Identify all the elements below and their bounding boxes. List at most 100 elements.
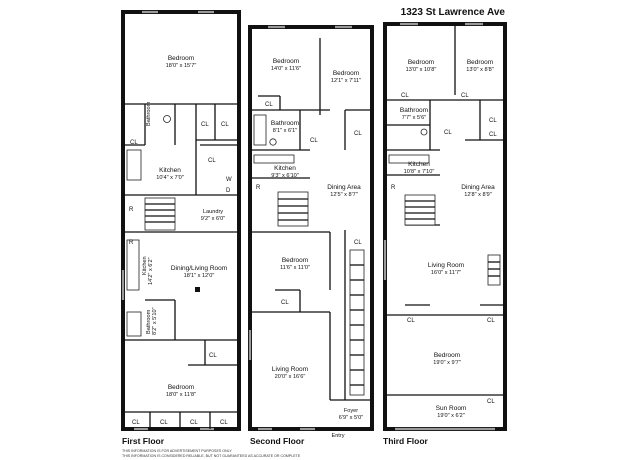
second-cl-4: CL bbox=[281, 300, 289, 306]
third-bedroom-b-name: Bedroom bbox=[467, 59, 493, 66]
second-bedroom-c-name: Bedroom bbox=[282, 257, 308, 264]
third-cl-2: CL bbox=[461, 93, 469, 99]
third-bedroom-a-dim: 13'0" x 10'8" bbox=[406, 67, 437, 73]
first-dining-living-name: Dining/Living Room bbox=[171, 265, 227, 272]
first-bedroom-bottom-name: Bedroom bbox=[168, 384, 194, 391]
third-kitchen-counter bbox=[388, 154, 430, 164]
second-dining-name: Dining Area bbox=[327, 184, 361, 191]
second-bedroom-b-dim: 12'1" x 7'11" bbox=[331, 78, 361, 84]
second-bedroom-a-dim: 14'0" x 11'6" bbox=[271, 66, 301, 72]
first-cl-1: CL bbox=[130, 140, 138, 146]
first-cl-5: CL bbox=[209, 353, 217, 359]
first-laundry-dim: 9'2" x 6'0" bbox=[201, 216, 225, 222]
second-entry-label: Entry bbox=[331, 433, 344, 439]
second-foyer-dim: 6'9" x 5'0" bbox=[339, 415, 363, 421]
third-living-name: Living Room bbox=[428, 262, 464, 269]
second-bedroom-b-name: Bedroom bbox=[333, 70, 359, 77]
second-cl-2: CL bbox=[310, 138, 318, 144]
first-cl-7: CL bbox=[160, 420, 168, 426]
third-cl-1: CL bbox=[401, 93, 409, 99]
second-living-name: Living Room bbox=[272, 366, 308, 373]
second-kitchen-dim: 9'3" x 6'10" bbox=[271, 173, 299, 179]
address-title: 1323 St Lawrence Ave bbox=[401, 7, 506, 18]
third-cl-7: CL bbox=[487, 318, 495, 324]
second-living-dim: 20'0" x 16'6" bbox=[275, 374, 306, 380]
second-bathroom-dim: 8'1" x 6'1" bbox=[273, 128, 297, 134]
third-bedroom-c-dim: 19'0" x 9'7" bbox=[433, 360, 461, 366]
first-washer: W bbox=[226, 177, 232, 183]
disclaimer-line-2: THIS INFORMATION IS CONSIDERED RELIABLE,… bbox=[122, 454, 301, 458]
first-bedroom-top-dim: 18'0" x 15'7" bbox=[166, 63, 197, 69]
first-bathroom-name: Bathroom bbox=[146, 101, 152, 126]
first-cl-8: CL bbox=[190, 420, 198, 426]
first-kitchen2-name: Kitchen bbox=[142, 256, 148, 275]
third-cl-5: CL bbox=[444, 130, 452, 136]
toilet bbox=[163, 115, 171, 123]
third-sunroom-name: Sun Room bbox=[436, 405, 467, 412]
second-bathtub bbox=[253, 114, 267, 146]
third-range: R bbox=[391, 185, 396, 191]
first-laundry-name: Laundry bbox=[203, 209, 223, 215]
first-bedroom-top-name: Bedroom bbox=[168, 55, 194, 62]
third-living-dim: 16'0" x 11'7" bbox=[431, 270, 461, 276]
first-floor-stairs bbox=[144, 197, 176, 231]
third-floor-outer-wall bbox=[383, 22, 507, 431]
kitchen2-counter bbox=[126, 239, 140, 291]
second-dining-dim: 12'5" x 8'7" bbox=[330, 192, 358, 198]
second-bathroom-name: Bathroom bbox=[271, 120, 299, 127]
first-cl-2: CL bbox=[201, 122, 209, 128]
first-kitchen2-dim: 14'2" x 6'2" bbox=[148, 257, 154, 285]
first-kitchen-name: Kitchen bbox=[159, 167, 181, 174]
second-cl-1: CL bbox=[265, 102, 273, 108]
column bbox=[195, 287, 200, 292]
third-cl-8: CL bbox=[487, 399, 495, 405]
third-floor-stairs bbox=[404, 194, 501, 286]
third-bedroom-c-name: Bedroom bbox=[434, 352, 460, 359]
bathtub bbox=[126, 311, 142, 337]
kitchen-counter bbox=[126, 149, 142, 181]
second-toilet bbox=[269, 138, 277, 146]
third-bathroom-name: Bathroom bbox=[400, 107, 428, 114]
third-bedroom-b-dim: 13'0" x 8'8" bbox=[466, 67, 494, 73]
third-kitchen-dim: 10'8" x 7'10" bbox=[404, 169, 435, 175]
first-cl-4: CL bbox=[208, 158, 216, 164]
second-floor-label: Second Floor bbox=[250, 436, 305, 446]
third-cl-6: CL bbox=[407, 318, 415, 324]
second-bedroom-c-dim: 11'6" x 11'0" bbox=[280, 265, 310, 271]
first-kitchen-dim: 10'4" x 7'0" bbox=[156, 175, 184, 181]
first-range-2: R bbox=[129, 240, 134, 246]
first-cl-3: CL bbox=[221, 122, 229, 128]
first-floor-label: First Floor bbox=[122, 436, 165, 446]
third-sunroom-dim: 19'0" x 6'2" bbox=[437, 413, 465, 419]
second-bedroom-a-name: Bedroom bbox=[273, 58, 299, 65]
disclaimer-line-1: THIS INFORMATION IS FOR ADVERTISEMENT PU… bbox=[122, 449, 232, 453]
second-range: R bbox=[256, 185, 261, 191]
third-dining-name: Dining Area bbox=[461, 184, 495, 191]
second-kitchen-name: Kitchen bbox=[274, 165, 296, 172]
third-cl-4: CL bbox=[489, 132, 497, 138]
first-floor-outer-wall bbox=[121, 10, 241, 431]
third-kitchen-name: Kitchen bbox=[408, 161, 430, 168]
first-cl-6: CL bbox=[132, 420, 140, 426]
third-toilet bbox=[420, 128, 428, 136]
first-bedroom-bottom-dim: 18'0" x 11'8" bbox=[166, 392, 196, 398]
third-cl-3: CL bbox=[489, 118, 497, 124]
third-floor-label: Third Floor bbox=[383, 436, 429, 446]
first-bathroom2-name: Bathroom bbox=[146, 309, 152, 334]
third-floor-plan bbox=[383, 22, 507, 431]
first-floor-plan bbox=[121, 10, 241, 431]
first-range-1: R bbox=[129, 207, 134, 213]
second-cl-5: CL bbox=[354, 240, 362, 246]
third-bedroom-a-name: Bedroom bbox=[408, 59, 434, 66]
second-foyer-name: Foyer bbox=[344, 408, 358, 414]
first-dryer: D bbox=[226, 188, 231, 194]
second-kitchen-counter bbox=[253, 154, 295, 164]
third-dining-dim: 12'8" x 8'9" bbox=[464, 192, 492, 198]
first-dining-living-dim: 18'1" x 12'0" bbox=[184, 273, 215, 279]
second-cl-3: CL bbox=[354, 131, 362, 137]
first-cl-9: CL bbox=[220, 420, 228, 426]
first-bathroom2-dim: 8'2" x 5'10" bbox=[152, 307, 158, 335]
second-floor-plan bbox=[248, 25, 374, 431]
second-floor-stairs bbox=[277, 191, 365, 396]
